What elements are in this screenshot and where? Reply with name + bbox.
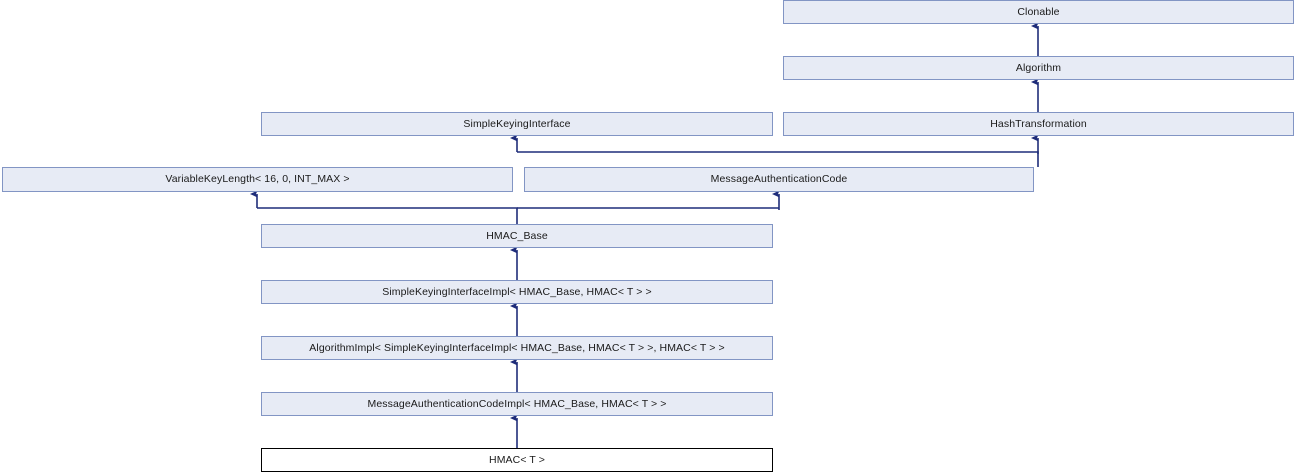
- node-algorithm[interactable]: Algorithm: [783, 56, 1294, 80]
- edge-hmac-base-riser: [257, 207, 518, 224]
- node-clonable[interactable]: Clonable: [783, 0, 1294, 24]
- node-message-authentication-code-impl[interactable]: MessageAuthenticationCodeImpl< HMAC_Base…: [261, 392, 773, 416]
- node-algorithm-impl[interactable]: AlgorithmImpl< SimpleKeyingInterfaceImpl…: [261, 336, 773, 360]
- node-hmac-t[interactable]: HMAC< T >: [261, 448, 773, 472]
- node-hmac-base[interactable]: HMAC_Base: [261, 224, 773, 248]
- node-simple-keying-interface[interactable]: SimpleKeyingInterface: [261, 112, 773, 136]
- edge-mac-riser: [517, 151, 1039, 167]
- node-message-authentication-code[interactable]: MessageAuthenticationCode: [524, 167, 1034, 192]
- node-hash-transformation[interactable]: HashTransformation: [783, 112, 1294, 136]
- node-simple-keying-interface-impl[interactable]: SimpleKeyingInterfaceImpl< HMAC_Base, HM…: [261, 280, 773, 304]
- node-variable-key-length[interactable]: VariableKeyLength< 16, 0, INT_MAX >: [2, 167, 513, 192]
